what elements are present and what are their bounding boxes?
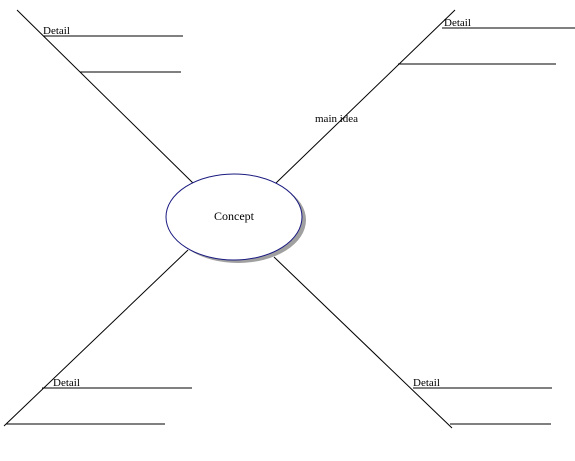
spoke-bottom-right [273, 256, 453, 429]
main-idea-label: main idea [315, 113, 358, 125]
spoke-bottom-left [3, 249, 189, 427]
concept-label: Concept [214, 209, 255, 223]
detail-label-bottom-right: Detail [413, 377, 440, 389]
detail-label-top-right: Detail [444, 17, 471, 29]
detail-label-top-left: Detail [43, 25, 70, 37]
concept-oval [165, 173, 303, 261]
spoke-top-right [275, 9, 456, 184]
detail-label-bottom-left: Detail [53, 377, 80, 389]
spoke-top-left [16, 9, 197, 187]
